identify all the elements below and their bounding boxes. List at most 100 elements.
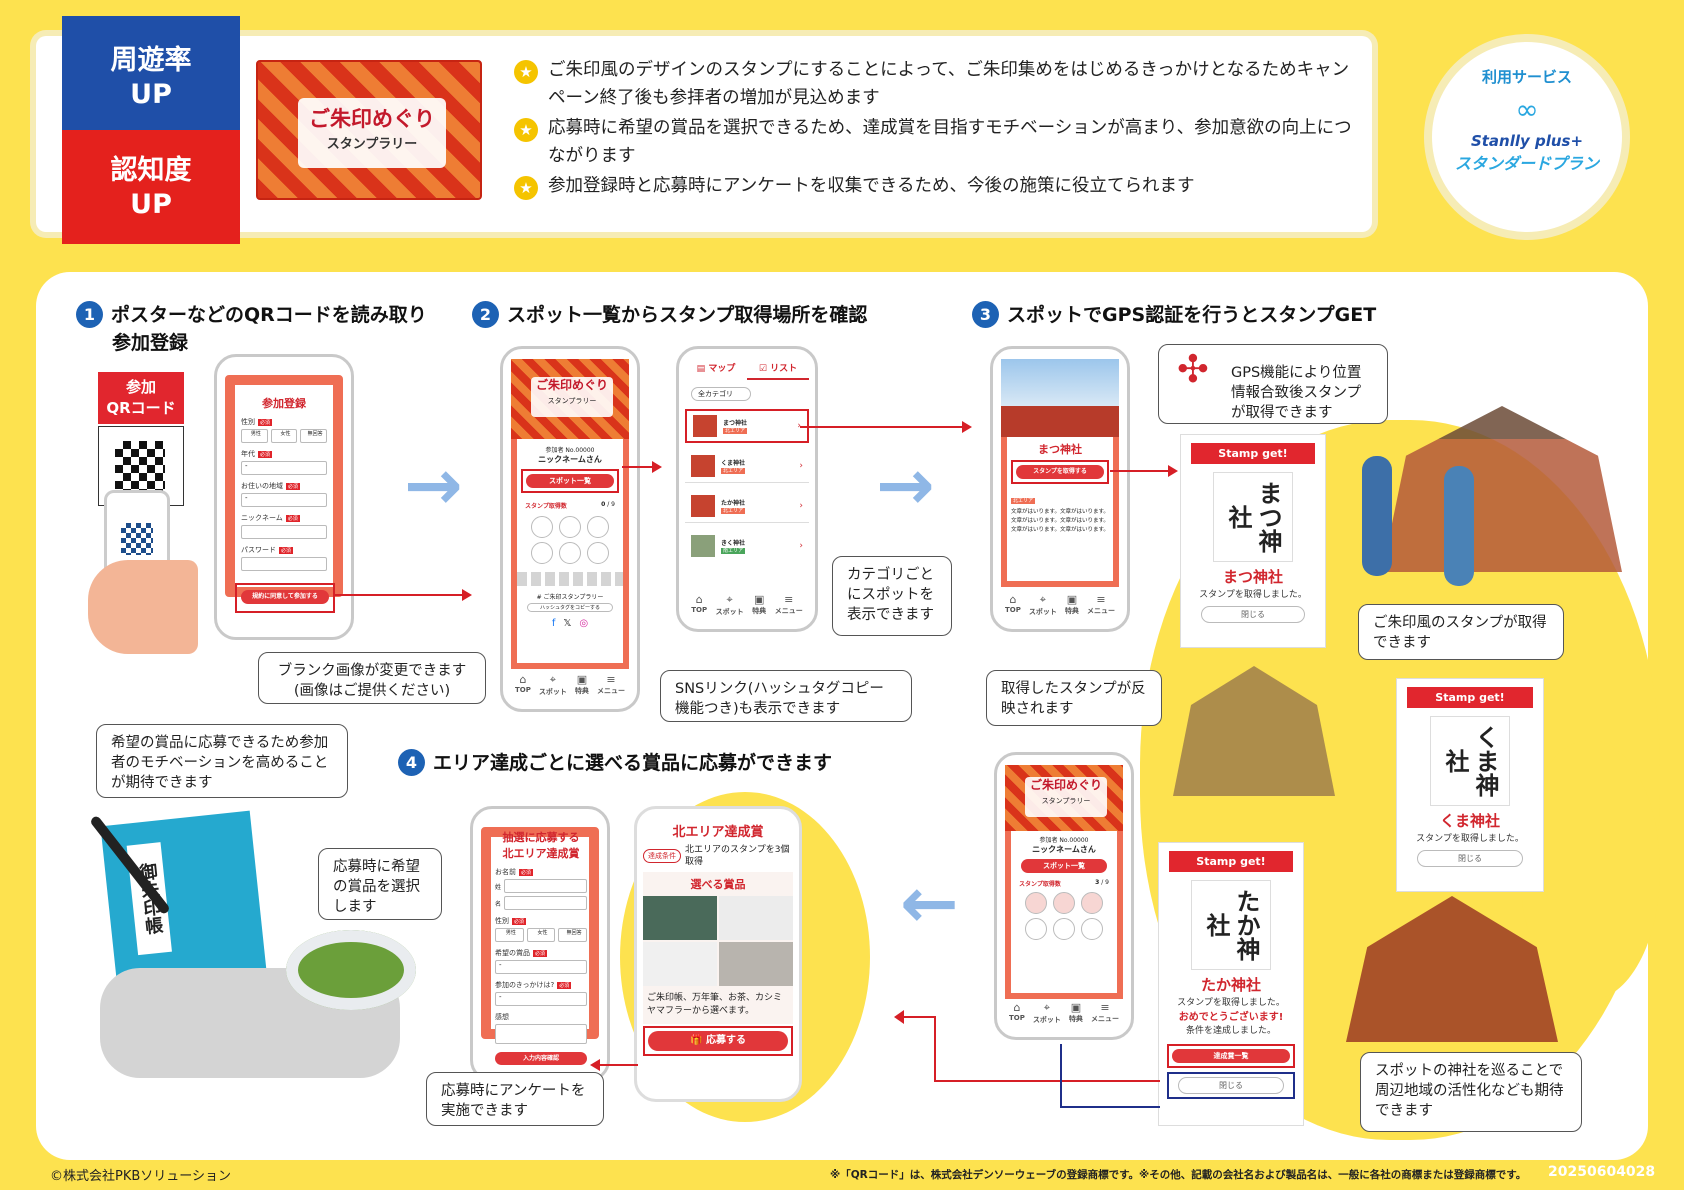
apply-button[interactable]: 🎁 応募する <box>648 1031 788 1051</box>
label-text: お住いの地域 <box>241 482 283 490</box>
benefit-text: ご朱印風のデザインのスタンプにすることによって、ご朱印集めをはじめるきっかけとな… <box>548 60 1350 108</box>
category-select[interactable]: 全カテゴリ <box>691 387 751 401</box>
instagram-icon[interactable]: ◎ <box>579 618 589 629</box>
gender-label: 性別必須 <box>241 417 327 427</box>
gender-option[interactable]: 女性 <box>270 429 298 443</box>
nav-benefit[interactable]: ▣特典 <box>752 593 766 623</box>
top-content: 参加者 No.00000 ニックネームさん スポット一覧 スタンプ取得数 0 /… <box>511 439 629 669</box>
step-number: 1 <box>76 301 103 328</box>
impression-textarea[interactable] <box>495 1024 587 1044</box>
nav-spot[interactable]: ⌖スポット <box>539 673 567 703</box>
prize-phone: 北エリア達成賞 達成条件 北エリアのスタンプを3個取得 選べる賞品 ご朱印帳、万… <box>634 806 802 1102</box>
pin-icon: ⌖ <box>1039 593 1046 606</box>
stamp-total: / 9 <box>607 501 615 508</box>
get-stamp-button[interactable]: スタンプを取得する <box>1016 465 1104 479</box>
reflected-callout: 取得したスタンプが反映されます <box>986 670 1162 726</box>
congrats-text: おめでとうございます! <box>1178 1012 1284 1023</box>
x-icon[interactable]: 𝕏 <box>563 618 572 629</box>
nav-menu[interactable]: ≡メニュー <box>1091 1001 1119 1031</box>
tab-map[interactable]: ▤ マップ <box>685 357 747 380</box>
agree-join-button[interactable]: 規約に同意して参加する <box>241 590 329 604</box>
label-text: パスワード <box>241 546 276 554</box>
nav-top[interactable]: ⌂TOP <box>1009 1001 1025 1031</box>
last-name-input[interactable] <box>504 879 587 893</box>
close-button[interactable]: 閉じる <box>1178 1077 1284 1094</box>
gender-option[interactable]: 女性 <box>526 928 556 942</box>
nickname-input[interactable] <box>241 525 327 539</box>
nav-top[interactable]: ⌂TOP <box>691 593 707 623</box>
prize-label: 希望の賞品必須 <box>495 948 587 958</box>
nav-label: スポット <box>715 608 744 616</box>
nav-label: メニュー <box>774 607 803 615</box>
callout-text: GPS機能により位置情報合致後スタンプが取得できます <box>1231 365 1362 421</box>
gender-option[interactable]: 無回答 <box>300 429 328 443</box>
close-button[interactable]: 閉じる <box>1201 606 1305 623</box>
revitalize-callout: スポットの神社を巡ることで周辺地域の活性化なども期待できます <box>1360 1052 1582 1132</box>
step-number: 2 <box>472 301 499 328</box>
nav-benefit[interactable]: ▣特典 <box>575 673 589 703</box>
age-select[interactable]: - <box>241 461 327 475</box>
password-input[interactable] <box>241 557 327 571</box>
stamp-total: / 9 <box>1101 879 1109 886</box>
nav-benefit[interactable]: ▣特典 <box>1069 1001 1083 1031</box>
area-select[interactable]: - <box>241 493 327 507</box>
stamp-get-ribbon: Stamp get! <box>1191 443 1315 464</box>
tab-list[interactable]: ☑ リスト <box>747 357 809 380</box>
nav-top[interactable]: ⌂TOP <box>515 673 531 703</box>
first-name-input[interactable] <box>504 896 587 910</box>
person-illustration <box>1444 466 1474 586</box>
spot-thumb <box>691 535 715 557</box>
trigger-select[interactable]: - <box>495 992 587 1006</box>
required-tag: 必須 <box>258 451 273 458</box>
star-icon: ★ <box>514 176 538 200</box>
star-icon: ★ <box>514 60 538 84</box>
stamp-slot-filled <box>1081 892 1103 914</box>
awareness-up-badge: 認知度 UP <box>62 130 240 244</box>
area-tag: 北エリア <box>721 467 746 474</box>
gender-option[interactable]: 男性 <box>241 429 268 443</box>
nav-spot[interactable]: ⌖スポット <box>1033 1001 1061 1031</box>
nav-menu[interactable]: ≡メニュー <box>597 673 625 703</box>
nav-top[interactable]: ⌂TOP <box>1005 593 1021 623</box>
spot-list-button[interactable]: スポット一覧 <box>1021 859 1107 873</box>
document-code: 20250604028 <box>1548 1164 1656 1180</box>
nav-spot[interactable]: ⌖スポット <box>1029 593 1057 623</box>
close-button[interactable]: 閉じる <box>1417 850 1523 867</box>
trigger-label: 参加のきっかけは?必須 <box>495 980 587 990</box>
nav-menu[interactable]: ≡メニュー <box>775 593 803 623</box>
nav-benefit[interactable]: ▣特典 <box>1065 593 1079 623</box>
scarf-photo <box>719 942 793 986</box>
spot-item[interactable]: たか神社北エリア › <box>685 489 809 523</box>
menu-icon: ≡ <box>784 593 794 606</box>
stamp-slot <box>531 542 553 564</box>
achievement-list-button[interactable]: 達成賞一覧 <box>1172 1049 1290 1063</box>
nav-spot[interactable]: ⌖スポット <box>716 593 744 623</box>
bottom-nav: ⌂TOP ⌖スポット ▣特典 ≡メニュー <box>687 593 807 623</box>
pin-icon: ⌖ <box>1043 1001 1050 1014</box>
qr-code-icon <box>121 523 153 555</box>
home-icon: ⌂ <box>1009 593 1017 606</box>
stamp-count-row: スタンプ取得数 3 / 9 <box>1011 877 1117 890</box>
gender-option[interactable]: 男性 <box>495 928 524 942</box>
circulation-up-badge: 周遊率 UP <box>62 16 240 130</box>
spot-item[interactable]: くま神社北エリア › <box>685 449 809 483</box>
chevron-right-icon: › <box>799 500 803 511</box>
spot-list-button[interactable]: スポット一覧 <box>526 474 614 488</box>
gender-option[interactable]: 無回答 <box>558 928 588 942</box>
prize-select[interactable]: - <box>495 960 587 974</box>
benefit-list: ★ ご朱印風のデザインのスタンプにすることによって、ご朱印集めをはじめるきっかけと… <box>514 56 1354 202</box>
stamp-seal-taka: たか神社 <box>1191 880 1271 970</box>
hashtag-copy-button[interactable]: ハッシュタグをコピーする <box>527 603 613 612</box>
confirm-input-button[interactable]: 入力内容確認 <box>495 1052 587 1065</box>
highlight-box: 達成賞一覧 <box>1167 1044 1295 1068</box>
facebook-icon[interactable]: f <box>551 618 556 629</box>
satellite-icon: ✣ <box>1177 347 1209 391</box>
age-label: 年代必須 <box>241 449 327 459</box>
spot-item[interactable]: きく神社南エリア › <box>685 529 809 563</box>
spot-info: きく神社南エリア <box>721 538 793 554</box>
nav-menu[interactable]: ≡メニュー <box>1087 593 1115 623</box>
spot-name: きく神社 <box>721 540 746 547</box>
